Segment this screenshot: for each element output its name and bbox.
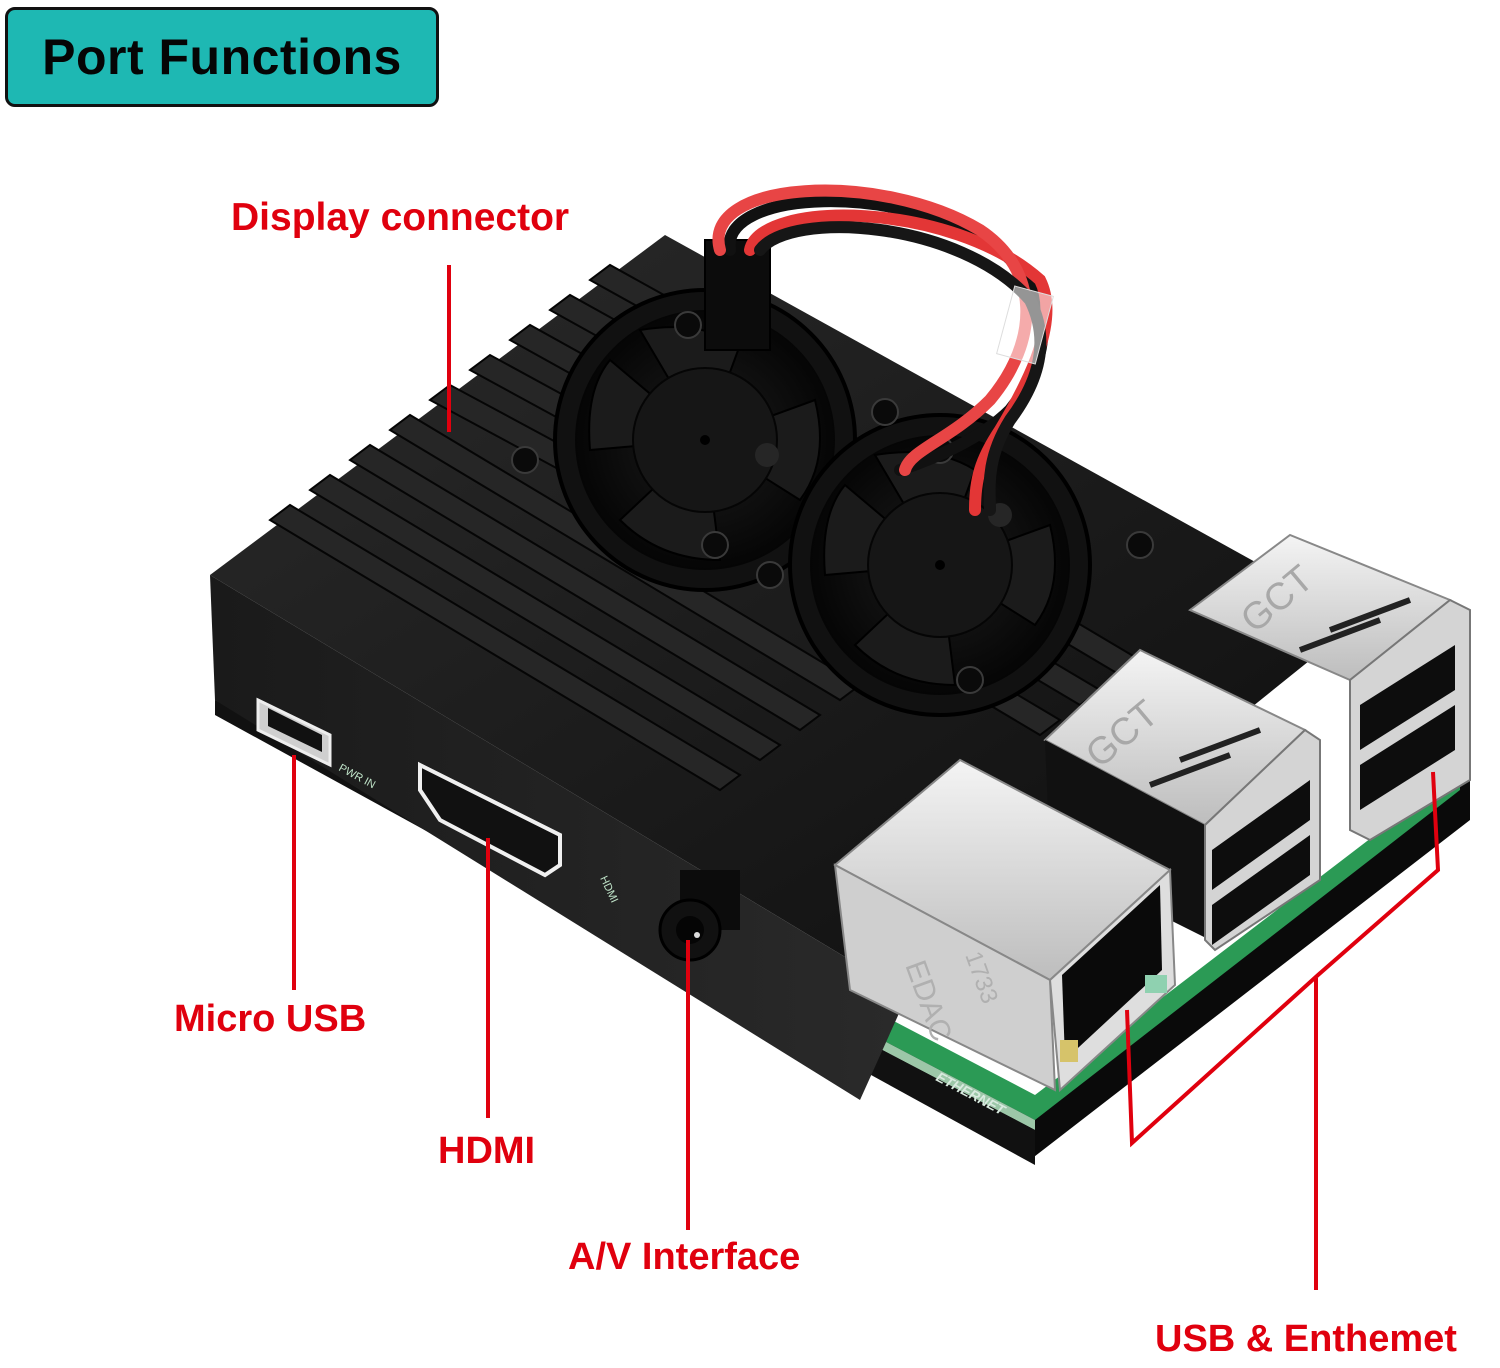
micro-usb-port [256, 697, 332, 768]
av-jack [658, 870, 740, 962]
fan-screws [511, 311, 1154, 694]
case-bottom [215, 655, 1470, 1160]
callout-display-connector: Display connector [231, 196, 570, 239]
title-badge: Port Functions [5, 7, 439, 107]
usb-port-stack-back [1188, 533, 1471, 842]
hdmi-port [418, 761, 562, 878]
callout-lines [292, 265, 1441, 1290]
cooling-fan-1 [553, 288, 857, 592]
usb-ethernet-leader [1125, 771, 1441, 1148]
callout-av-interface: A/V Interface [568, 1236, 801, 1278]
cooling-fan-2 [788, 413, 1092, 717]
ethernet-port [833, 758, 1177, 1093]
fan-wires [704, 184, 1054, 516]
callout-micro-usb: Micro USB [174, 998, 367, 1040]
callout-usb-ethernet: USB & Enthemet [1155, 1318, 1457, 1360]
callout-hdmi: HDMI [438, 1130, 536, 1172]
usb-port-stack-front [1043, 648, 1321, 952]
page-title: Port Functions [42, 29, 402, 85]
